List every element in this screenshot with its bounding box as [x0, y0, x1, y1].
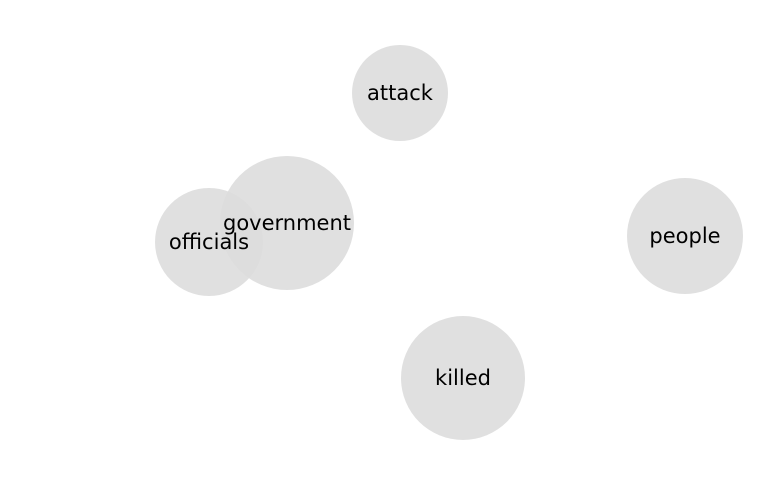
bubble-officials: [155, 188, 263, 296]
bubble-label-killed: killed: [435, 366, 491, 390]
bubble-label-people: people: [649, 224, 720, 248]
bubble-label-government: government: [223, 211, 351, 235]
bubble-people: [627, 178, 743, 294]
bubble-attack: [352, 45, 448, 141]
bubble-label-officials: officials: [169, 230, 249, 254]
bubble-killed: [401, 316, 525, 440]
bubbles-layer: [155, 45, 743, 440]
bubble-label-attack: attack: [367, 81, 434, 105]
